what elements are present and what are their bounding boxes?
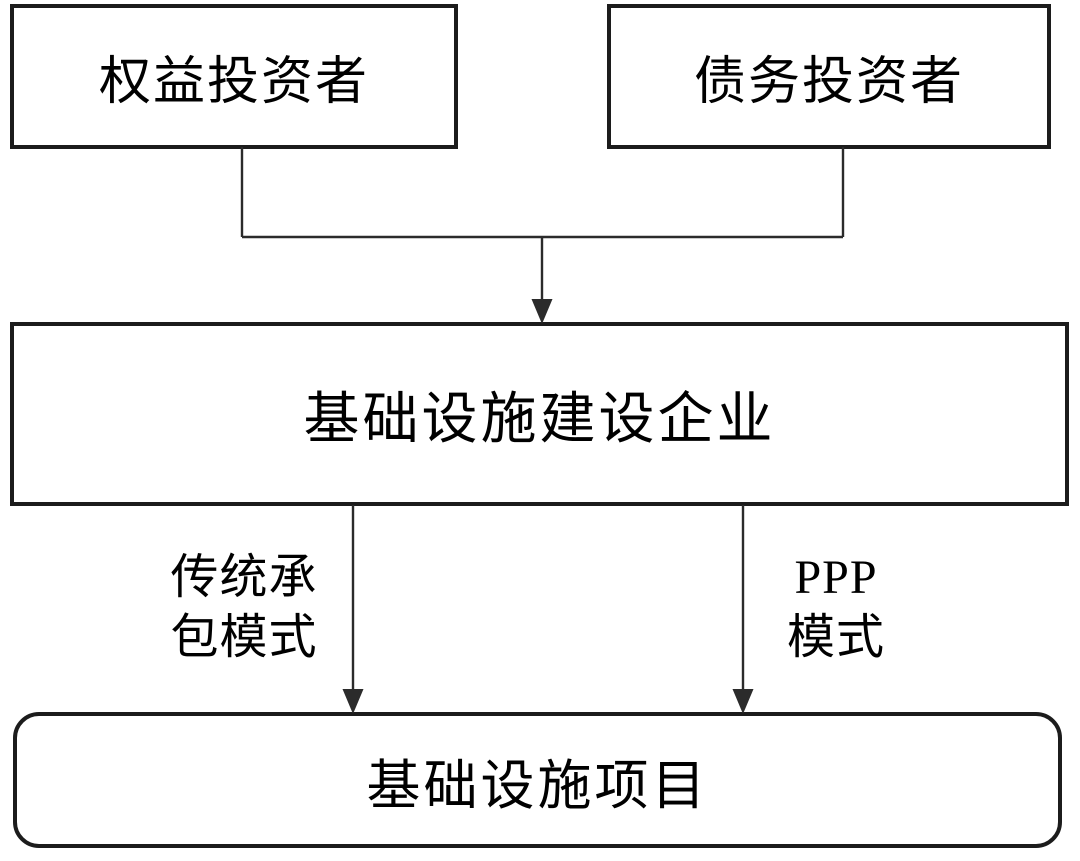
node-infrastructure-project: 基础设施项目 [13,712,1062,848]
edge-traditional-contracting-arrowhead [342,689,364,714]
node-debt-investors-label: 债务投资者 [693,54,964,111]
edge-investors-to-enterprise-arrowhead [531,299,553,324]
node-debt-investors: 债务投资者 [607,4,1051,149]
edge-label-traditional-line1: 传统承 [170,551,318,604]
edge-ppp-mode-arrowhead [732,689,754,714]
node-equity-investors-label: 权益投资者 [98,54,369,111]
node-infrastructure-construction-enterprise-label: 基础设施建设企业 [303,388,776,451]
edge-label-ppp-line2: 模式 [786,611,885,665]
node-infrastructure-project-label: 基础设施项目 [366,755,709,816]
edge-label-ppp-line1: PPP [794,551,878,604]
edge-label-traditional-line2: 包模式 [170,611,318,665]
edge-label-ppp-mode: PPP 模式 [763,548,909,669]
node-equity-investors: 权益投资者 [10,4,458,149]
node-infrastructure-construction-enterprise: 基础设施建设企业 [10,322,1069,506]
edge-label-traditional-contracting-mode: 传统承 包模式 [154,548,334,669]
